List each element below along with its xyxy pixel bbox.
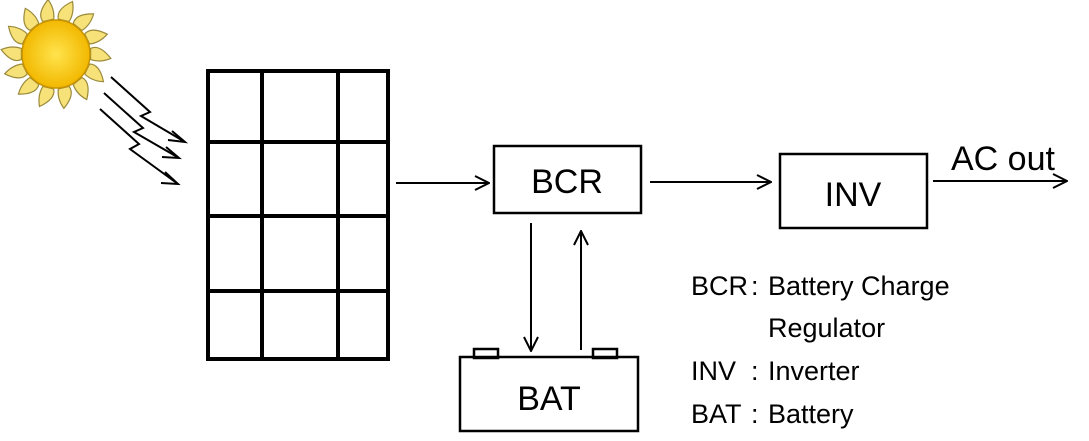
sun-ray xyxy=(40,0,55,23)
bat-box: BAT xyxy=(458,347,640,433)
sun-ray xyxy=(90,46,112,62)
ac-out-label: AC out xyxy=(951,140,1055,178)
legend-item-bcr-continued: Regulator xyxy=(768,313,885,343)
sun-ray xyxy=(23,7,40,32)
legend-item-bat: BAT : Battery xyxy=(691,399,854,429)
legend-item-bcr: BCR : Battery Charge xyxy=(691,271,950,301)
solar-panel xyxy=(206,69,390,361)
legend-abbr: BAT xyxy=(691,399,742,429)
sun-ray xyxy=(83,63,105,83)
inv-label: INV xyxy=(825,176,882,214)
legend-abbr: INV xyxy=(691,356,736,386)
sun-ray xyxy=(83,29,109,45)
bcr-label: BCR xyxy=(531,163,603,201)
legend-text: Regulator xyxy=(768,313,885,343)
legend-separator: : xyxy=(751,271,759,301)
legend-abbr: BCR xyxy=(691,271,748,301)
sun-ray xyxy=(57,85,72,110)
sun-ray xyxy=(17,76,40,95)
legend: BCR : Battery Charge Regulator INV : Inv… xyxy=(691,271,950,429)
legend-text: Battery xyxy=(768,399,854,429)
sun-ray xyxy=(57,0,74,23)
bat-label: BAT xyxy=(517,380,581,418)
sun-ray xyxy=(72,76,89,101)
legend-separator: : xyxy=(751,356,759,386)
sun-ray xyxy=(38,85,55,108)
sun-ray xyxy=(0,46,22,62)
legend-separator: : xyxy=(751,399,759,429)
sun-ray xyxy=(3,63,29,79)
sun-icon xyxy=(0,0,112,110)
legend-text: Inverter xyxy=(768,356,860,386)
inv-box: INV xyxy=(778,152,929,230)
sun-ray xyxy=(72,13,95,32)
legend-text: Battery Charge xyxy=(768,271,950,301)
legend-item-inv: INV : Inverter xyxy=(691,356,860,386)
bcr-box: BCR xyxy=(492,144,643,215)
sunlight-rays-icon xyxy=(99,76,189,186)
sun-ray xyxy=(7,25,29,45)
